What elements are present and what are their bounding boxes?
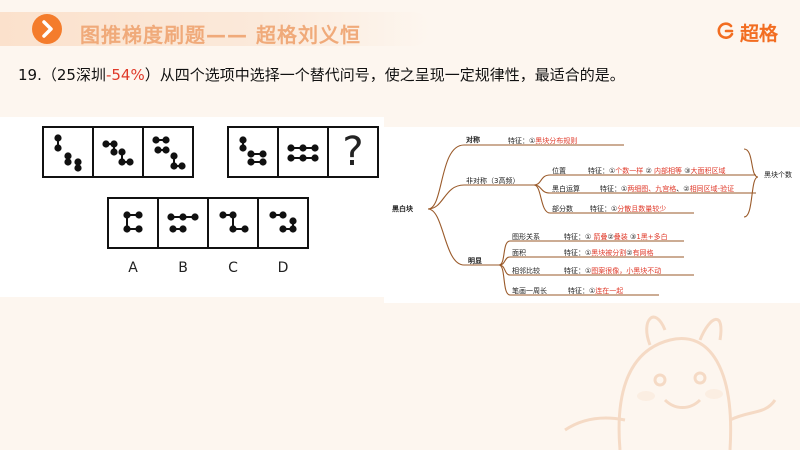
option-a-label[interactable]: A	[128, 260, 138, 276]
question-source-close: ）	[144, 66, 160, 84]
mm-stroke-feature: 特征：①连在一起	[568, 287, 624, 295]
mm-black-count: 黑块个数	[764, 171, 792, 179]
question-source: （25深圳	[41, 66, 106, 84]
header: 图推梯度刷题—— 超格刘义恒 超格	[0, 0, 800, 56]
question-mark: ?	[342, 129, 364, 175]
mm-stroke: 笔画一周长	[512, 287, 547, 295]
option-c-label[interactable]: C	[228, 260, 238, 276]
mm-shape-relation: 图形关系	[512, 233, 540, 241]
option-c-figure[interactable]	[207, 197, 259, 249]
page-title: 图推梯度刷题—— 超格刘义恒	[80, 23, 361, 47]
option-b-figure[interactable]	[157, 197, 209, 249]
mm-shape-relation-feature: 特征：① 箭叠②叠装 ③1黑+多白	[564, 233, 668, 241]
logo-icon	[716, 21, 736, 45]
question-body: 从四个选项中选择一个替代问号，使之呈现一定规律性，最适合的是。	[159, 66, 625, 84]
brand-logo: 超格	[716, 19, 778, 46]
mm-partial-feature: 特征：①分散且数量较少	[590, 205, 667, 213]
mm-area-feature: 特征：①黑块被分割②有网格	[564, 249, 654, 257]
brand-name: 超格	[739, 23, 778, 45]
mm-bw-operation: 黑白运算	[552, 185, 580, 193]
sequence-group-1	[42, 126, 194, 178]
mm-symmetry-feature: 特征：①黑块分布规则	[508, 137, 578, 145]
option-d-figure[interactable]	[257, 197, 309, 249]
figure-cell-4	[227, 126, 279, 178]
question-number: 19.	[18, 66, 42, 84]
mm-position-feature: 特征：①个数一样 ② 内部相等 ③大面积区域	[588, 167, 726, 175]
mm-partial-count: 部分数	[552, 205, 573, 213]
puzzle-figure: ? A B C D	[0, 117, 384, 297]
figure-cell-1	[42, 126, 94, 178]
chevron-right-icon	[32, 14, 62, 44]
correct-rate: -54%	[105, 66, 145, 84]
mm-bw-operation-feature: 特征：①两细图、九宫格、②相同区域-验证	[600, 185, 735, 193]
mm-area: 面积	[512, 249, 526, 257]
mascot-illustration	[560, 300, 780, 450]
figure-cell-2	[92, 126, 144, 178]
option-a-figure[interactable]	[107, 197, 159, 249]
mm-root: 黑白块	[392, 205, 413, 213]
options-row	[107, 197, 309, 249]
mm-adjacent-feature: 特征：①图案很像，小黑块不动	[564, 267, 662, 275]
mm-position: 位置	[552, 167, 566, 175]
header-banner	[0, 12, 430, 46]
figure-cell-3	[142, 126, 194, 178]
mm-symmetry: 对称	[466, 136, 480, 144]
mm-bright: 明显	[468, 257, 482, 265]
question-mark-cell: ?	[327, 126, 379, 178]
option-d-label[interactable]: D	[277, 260, 289, 276]
mind-map-connectors	[427, 144, 759, 296]
mm-asymmetry: 非对称（3高频）	[466, 177, 520, 185]
figure-cell-5	[277, 126, 329, 178]
mind-map: 黑白块 对称 特征：①黑块分布规则 非对称（3高频） 位置 特征：①个数一样 ②…	[384, 127, 800, 303]
option-b-label[interactable]: B	[178, 260, 188, 276]
question-text: 19.（25深圳-54%）从四个选项中选择一个替代问号，使之呈现一定规律性，最适…	[18, 64, 625, 85]
mm-adjacent: 相邻比较	[512, 267, 540, 275]
sequence-group-2: ?	[227, 126, 379, 178]
